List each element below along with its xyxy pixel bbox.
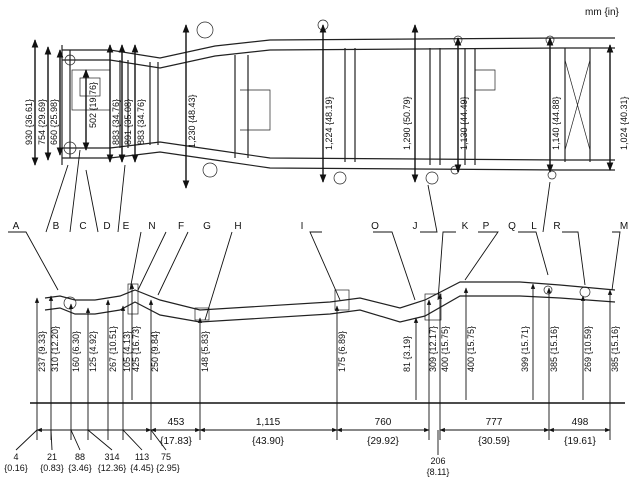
point-labels: A B C D E N F G H I O J K P Q L R M [8, 149, 628, 321]
height-dim-267: 267 {10.51} [108, 326, 118, 372]
width-dim-1130: 1,130 {44.49} [459, 96, 469, 150]
height-dim-81: 81 {3.19} [402, 336, 412, 372]
span-dim-498: 498 [572, 417, 589, 428]
height-dim-250: 250 {9.84} [150, 331, 160, 372]
height-dim-125: 125 {4.92} [88, 331, 98, 372]
width-dim-891: 891 {35.08} [123, 99, 133, 145]
point-label-C: C [79, 221, 86, 232]
point-label-O: O [371, 221, 379, 232]
span-dim-453: 453 [168, 417, 185, 428]
length-dimensions: 453 {17.83} 1,115 {43.90} 760 {29.92} 77… [4, 400, 625, 477]
bottom-dim-113-in: {4.45} [130, 463, 154, 473]
width-dim-660: 660 {25.98} [49, 99, 59, 145]
point-label-L: L [531, 221, 537, 232]
point-label-G: G [203, 221, 211, 232]
point-label-D: D [103, 221, 110, 232]
point-label-A: A [13, 221, 20, 232]
height-dim-148: 148 {5.83} [200, 331, 210, 372]
height-dimensions: 237 {9.33} 310 {12.20} 160 {6.30} 125 {4… [34, 283, 620, 400]
span-dim-760: 760 [375, 417, 392, 428]
point-label-I: I [301, 221, 304, 232]
width-dim-754: 754 {29.69} [37, 99, 47, 145]
height-dim-385-b: 385 {15.16} [610, 326, 620, 372]
width-dim-930: 930 {36.61} [24, 99, 34, 145]
bottom-dim-314: 314 [104, 452, 119, 462]
height-dim-237: 237 {9.33} [37, 331, 47, 372]
bottom-dim-4: 4 [13, 452, 18, 462]
bottom-dim-88-in: {3.46} [68, 463, 92, 473]
bottom-dim-21-in: {0.83} [40, 463, 64, 473]
width-dim-1140: 1,140 {44.88} [551, 96, 561, 150]
span-dim-498-in: {19.61} [564, 436, 596, 447]
width-dim-1024: 1,024 {40.31} [619, 96, 629, 150]
width-dim-1290: 1,290 {50.79} [402, 96, 412, 150]
width-dim-1230: 1,230 {48.43} [187, 94, 197, 148]
bottom-dim-314-in: {12.36} [98, 463, 127, 473]
height-dim-400-b: 400 {15.75} [466, 326, 476, 372]
height-dim-385-a: 385 {15.16} [549, 326, 559, 372]
height-dim-269: 269 {10.59} [583, 326, 593, 372]
bottom-dim-113: 113 [135, 452, 149, 462]
point-label-R: R [553, 221, 560, 232]
height-dim-160: 160 {6.30} [71, 331, 81, 372]
point-label-Q: Q [508, 221, 516, 232]
span-dim-777-in: {30.59} [478, 436, 510, 447]
width-dim-883-b: 883 {34.76} [136, 99, 146, 145]
width-dim-502: 502 {19.76} [88, 82, 98, 128]
width-dim-883-a: 883 {34.76} [111, 99, 121, 145]
height-dim-399: 399 {15.71} [520, 326, 530, 372]
width-dim-1224: 1,224 {48.19} [324, 96, 334, 150]
point-label-E: E [123, 221, 130, 232]
bottom-dim-75-in: {2.95} [156, 463, 180, 473]
height-dim-105: 105 {4.13} [122, 331, 132, 372]
point-label-B: B [53, 221, 60, 232]
span-dim-1115-in: {43.90} [252, 436, 284, 447]
height-dim-400-a: 400 {15.75} [440, 326, 450, 372]
bottom-dim-4-in: {0.16} [4, 463, 28, 473]
bottom-dim-75: 75 [161, 452, 171, 462]
span-dim-1115: 1,115 [256, 417, 281, 428]
height-dim-425: 425 {16.73} [131, 326, 141, 372]
point-label-J: J [413, 221, 418, 232]
span-dim-777: 777 [486, 417, 503, 428]
point-label-K: K [462, 221, 469, 232]
frame-side-view [44, 281, 616, 323]
unit-note: mm {in} [585, 7, 620, 18]
span-dim-760-in: {29.92} [367, 436, 399, 447]
point-label-P: P [483, 221, 490, 232]
height-dim-310: 310 {12.20} [50, 326, 60, 372]
bottom-dim-206: 206 [430, 456, 445, 466]
point-label-H: H [234, 221, 241, 232]
point-label-M: M [620, 221, 628, 232]
height-dim-175: 175 {6.89} [337, 331, 347, 372]
span-dim-453-in: {17.83} [160, 436, 192, 447]
bottom-dim-88: 88 [75, 452, 85, 462]
width-dimensions: 930 {36.61} 754 {29.69} 660 {25.98} 502 … [24, 24, 629, 189]
point-label-N: N [148, 221, 155, 232]
bottom-dim-21: 21 [47, 452, 57, 462]
point-label-F: F [178, 221, 184, 232]
bottom-dim-206-in: {8.11} [427, 467, 450, 477]
height-dim-309: 309 {12.17} [428, 326, 438, 372]
